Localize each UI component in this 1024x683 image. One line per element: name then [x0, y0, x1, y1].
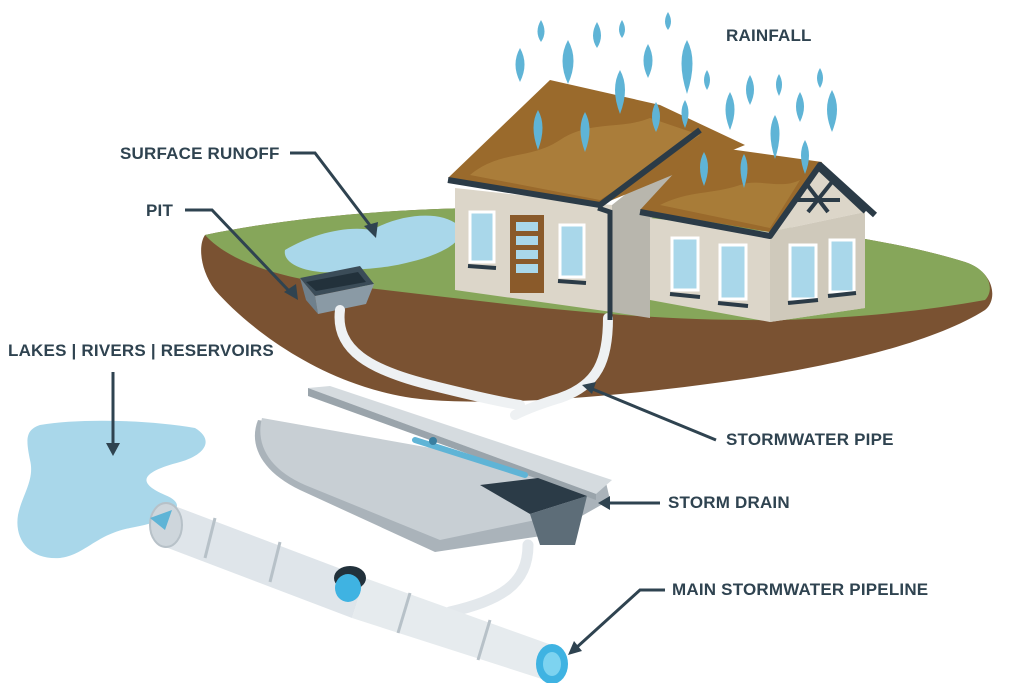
label-storm-drain: STORM DRAIN [668, 493, 790, 512]
storm-drain [254, 386, 612, 552]
surface-runoff-pond [284, 215, 461, 273]
underground-pipes [334, 305, 613, 420]
label-lakes-rivers-reservoirs: LAKES | RIVERS | RESERVOIRS [8, 341, 274, 360]
main-pipeline [149, 502, 568, 683]
raindrops [515, 12, 837, 188]
leader-lines [111, 151, 717, 650]
label-rainfall: RAINFALL [726, 26, 812, 45]
house [447, 80, 878, 322]
label-stormwater-pipe: STORMWATER PIPE [726, 430, 894, 449]
label-main-stormwater-pipeline: MAIN STORMWATER PIPELINE [672, 580, 929, 599]
label-pit: PIT [146, 201, 174, 220]
leader-arrowheads [106, 222, 610, 655]
pit [300, 266, 374, 314]
drain-connector-pipe [444, 539, 534, 618]
lake [17, 420, 206, 559]
label-surface-runoff: SURFACE RUNOFF [120, 144, 280, 163]
